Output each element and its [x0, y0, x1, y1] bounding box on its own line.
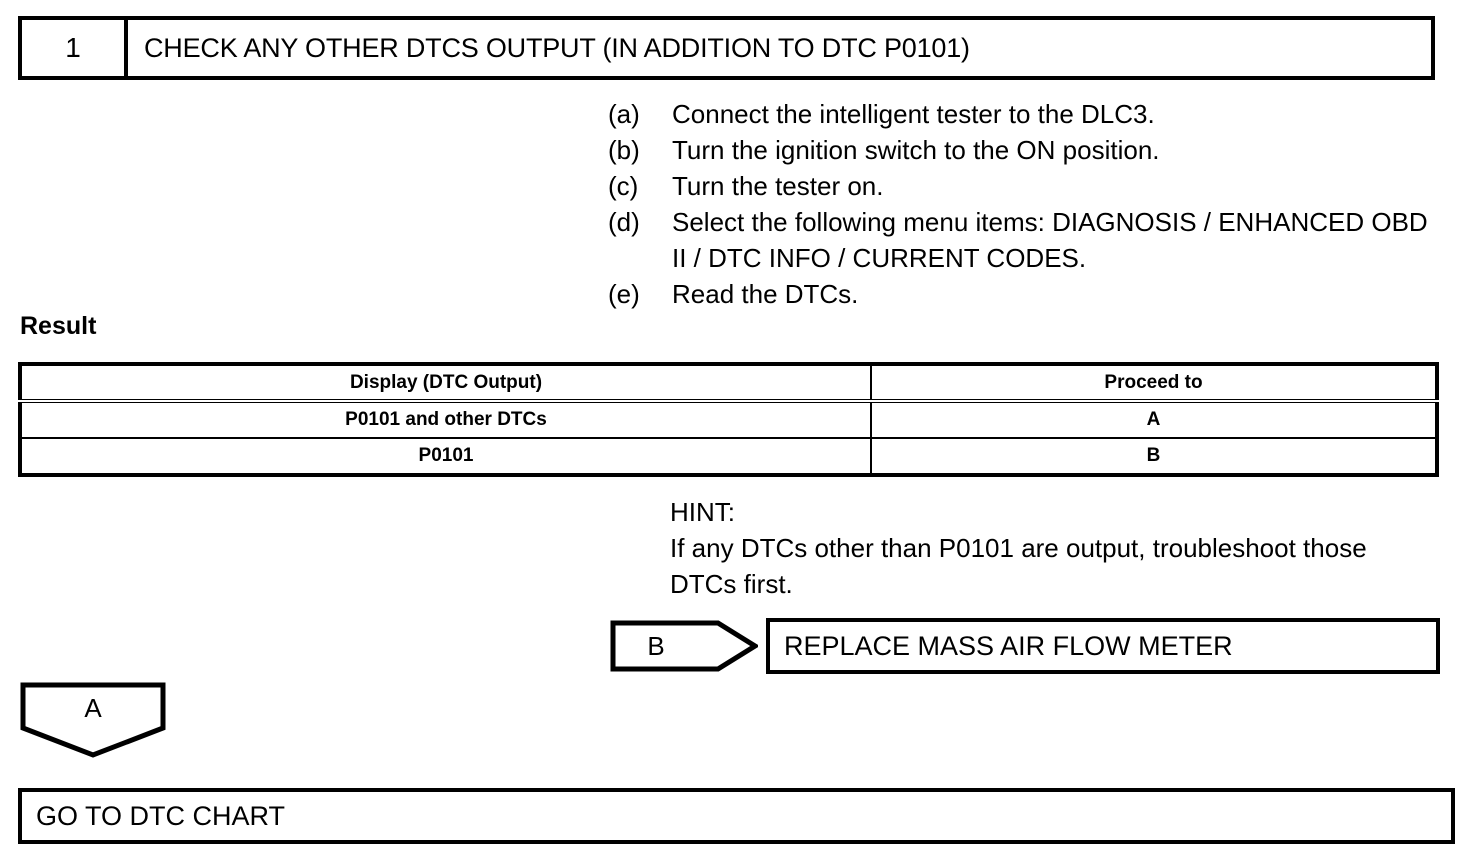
step-title: CHECK ANY OTHER DTCS OUTPUT (IN ADDITION…: [144, 32, 970, 63]
hint-block: HINT: If any DTCs other than P0101 are o…: [670, 494, 1430, 602]
procedure-text: Turn the tester on.: [672, 171, 884, 201]
procedure-marker: (d): [608, 207, 640, 237]
procedure-marker: (e): [608, 279, 640, 309]
procedure-list: (a) Connect the intelligent tester to th…: [608, 96, 1438, 312]
procedure-item-d: (d) Select the following menu items: DIA…: [608, 204, 1438, 276]
result-table: Display (DTC Output) Proceed to P0101 an…: [18, 362, 1439, 477]
procedure-item-c: (c) Turn the tester on.: [608, 168, 1438, 204]
procedure-item-b: (b) Turn the ignition switch to the ON p…: [608, 132, 1438, 168]
connector-b-label: B: [647, 630, 665, 661]
connector-a-arrow: A: [20, 682, 166, 758]
table-row: P0101 and other DTCs A: [18, 400, 1439, 439]
result-label: Result: [20, 312, 97, 340]
column-header-display: Display (DTC Output): [18, 362, 872, 403]
procedure-marker: (b): [608, 135, 640, 165]
table-row: P0101 B: [18, 437, 1439, 477]
cell-display-value: P0101: [18, 437, 872, 477]
procedure-text: Read the DTCs.: [672, 279, 859, 309]
procedure-marker: (c): [608, 171, 639, 201]
connector-a-label: A: [84, 692, 102, 723]
procedure-text: Select the following menu items: DIAGNOS…: [672, 207, 1428, 273]
hint-title: HINT:: [670, 497, 735, 527]
column-header-proceed-to: Proceed to: [870, 362, 1439, 403]
step-header-bar: 1 CHECK ANY OTHER DTCS OUTPUT (IN ADDITI…: [18, 16, 1435, 80]
cell-proceed-value: A: [870, 400, 1439, 439]
hint-text: If any DTCs other than P0101 are output,…: [670, 533, 1367, 599]
step-number: 1: [22, 20, 128, 76]
action-box-replace: REPLACE MASS AIR FLOW METER: [766, 618, 1440, 674]
connector-b-arrow: B: [610, 620, 758, 672]
arrow-down-icon: [20, 682, 166, 758]
table-header-row: Display (DTC Output) Proceed to: [18, 362, 1439, 403]
cell-display-value: P0101 and other DTCs: [18, 400, 872, 439]
procedure-item-a: (a) Connect the intelligent tester to th…: [608, 96, 1438, 132]
cell-proceed-value: B: [870, 437, 1439, 477]
procedure-marker: (a): [608, 99, 640, 129]
procedure-item-e: (e) Read the DTCs.: [608, 276, 1438, 312]
action-box-go-to-dtc-chart: GO TO DTC CHART: [18, 788, 1455, 844]
procedure-text: Turn the ignition switch to the ON posit…: [672, 135, 1160, 165]
arrow-right-icon: [610, 620, 758, 672]
procedure-text: Connect the intelligent tester to the DL…: [672, 99, 1155, 129]
